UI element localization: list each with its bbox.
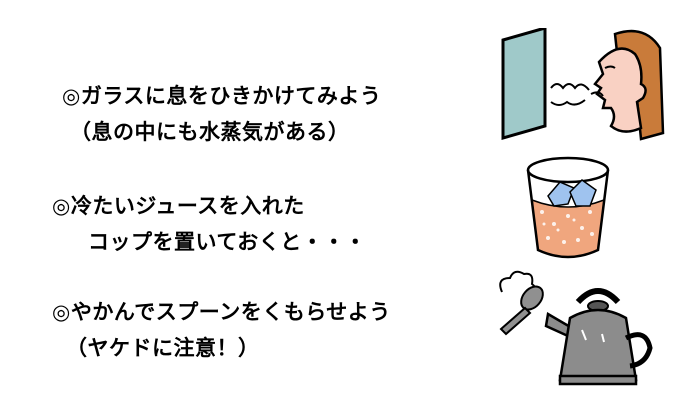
- juice-glass-illustration: [526, 156, 610, 259]
- kettle-icon: [544, 288, 653, 386]
- steam-icon: [550, 83, 590, 106]
- breath-on-glass-illustration: [501, 28, 665, 141]
- item-2-line-2: コップを置いておくと・・・: [88, 230, 367, 254]
- breathing-woman-icon: [590, 29, 665, 141]
- item-1-line-1: ◎ガラスに息をひきかけてみよう: [62, 84, 382, 108]
- item-1-line-2: （息の中にも水蒸気がある）: [70, 120, 350, 144]
- spoon-icon: [499, 285, 544, 336]
- item-2-line-1: ◎冷たいジュースを入れた: [52, 194, 305, 218]
- window-glass-icon: [501, 28, 547, 140]
- juice-glass-icon: [526, 156, 610, 259]
- kettle-spoon-illustration: [499, 270, 653, 386]
- item-3-line-2: （ヤケドに注意！）: [66, 336, 260, 360]
- item-3-line-1: ◎やかんでスプーンをくもらせよう: [52, 300, 391, 324]
